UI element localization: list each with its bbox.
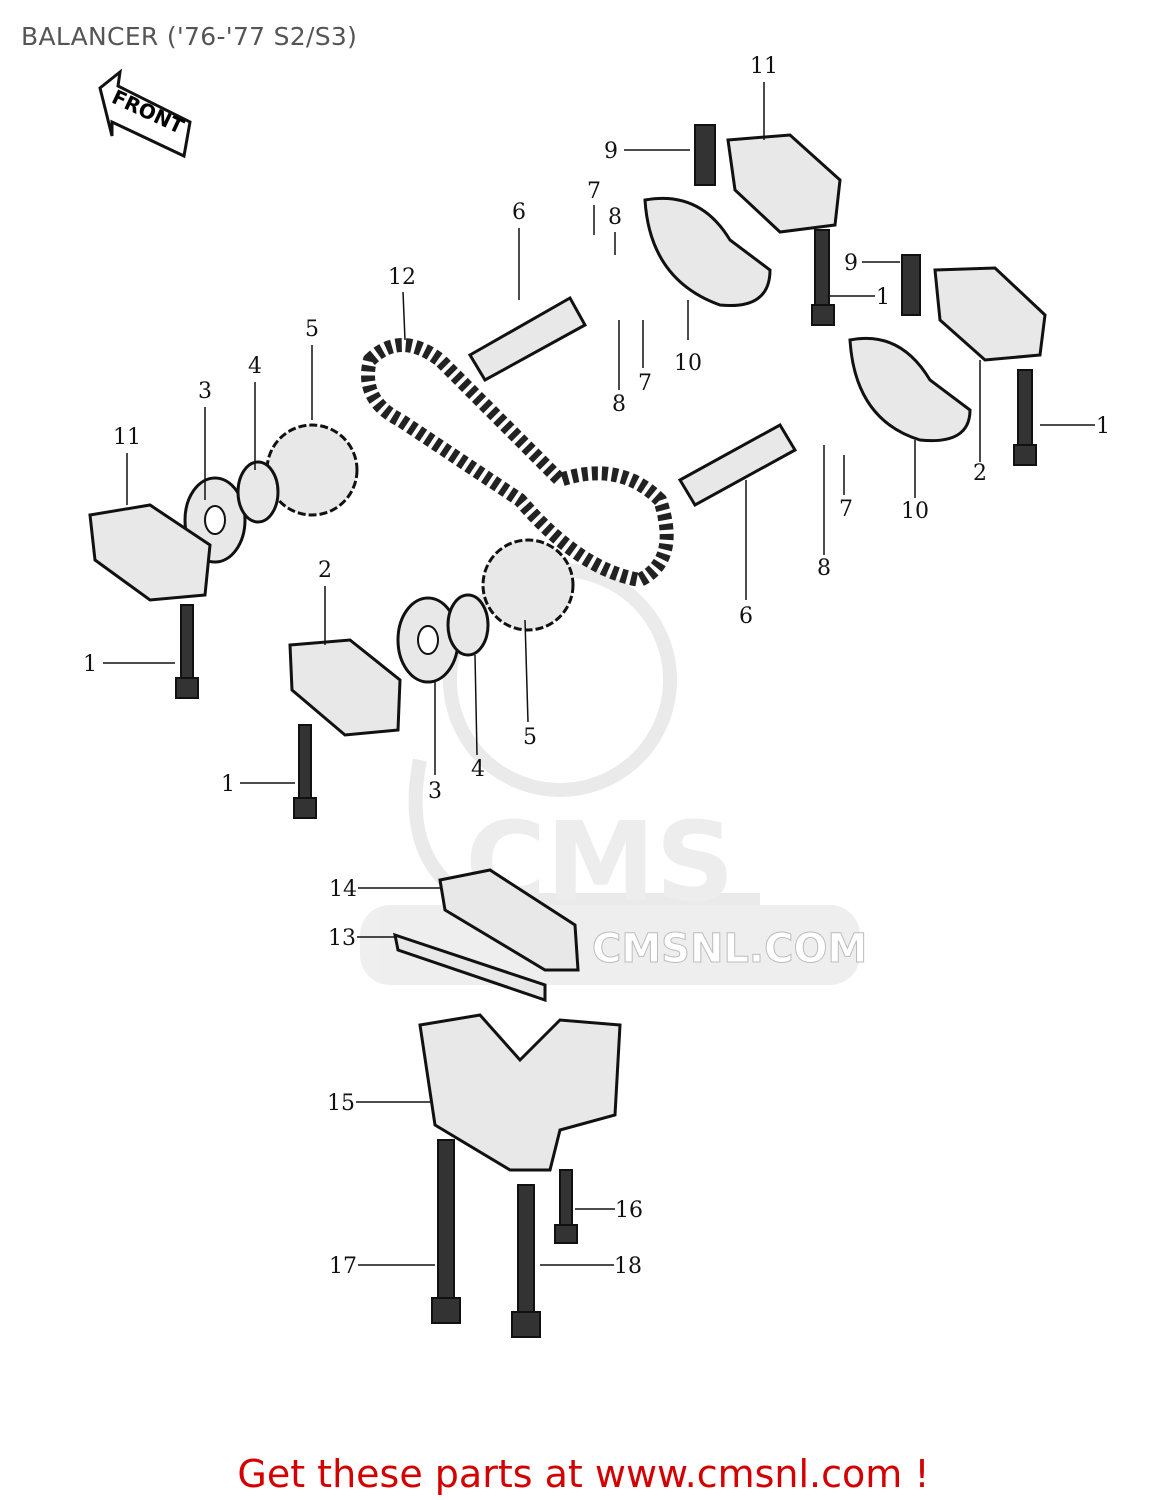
callout-part-4: 4 — [471, 757, 485, 782]
callout-part-4: 4 — [248, 354, 262, 379]
callout-part-7: 7 — [638, 371, 652, 396]
callout-part-2: 2 — [973, 461, 987, 486]
callout-part-11: 11 — [750, 54, 778, 79]
callout-part-8: 8 — [608, 205, 622, 230]
callout-part-5: 5 — [305, 317, 319, 342]
callout-leader-line — [524, 619, 529, 723]
callout-part-15: 15 — [327, 1091, 355, 1116]
callout-part-2: 2 — [318, 558, 332, 583]
callout-leader-line — [474, 654, 478, 756]
callout-part-8: 8 — [817, 556, 831, 581]
callout-part-17: 17 — [329, 1254, 357, 1279]
page-title: BALANCER ('76-'77 S2/S3) — [21, 22, 358, 51]
callout-part-1: 1 — [221, 772, 235, 797]
callout-part-10: 10 — [901, 499, 929, 524]
callout-part-7: 7 — [839, 497, 853, 522]
callout-part-1: 1 — [876, 285, 890, 310]
callout-part-3: 3 — [428, 779, 442, 804]
callout-part-16: 16 — [615, 1198, 643, 1223]
callout-part-3: 3 — [198, 379, 212, 404]
callout-part-12: 12 — [388, 265, 416, 290]
callout-part-8: 8 — [612, 392, 626, 417]
callout-leader-line — [402, 291, 406, 341]
callout-part-6: 6 — [739, 604, 753, 629]
callout-part-5: 5 — [523, 725, 537, 750]
callout-part-13: 13 — [328, 926, 356, 951]
callout-part-10: 10 — [674, 351, 702, 376]
callout-part-1: 1 — [1096, 414, 1110, 439]
front-arrow-icon: FRONT — [98, 68, 192, 159]
parts-illustration — [88, 124, 1047, 1338]
callout-part-9: 9 — [844, 251, 858, 276]
callout-part-14: 14 — [329, 877, 357, 902]
callout-part-18: 18 — [614, 1254, 642, 1279]
footer-link[interactable]: Get these parts at www.cmsnl.com ! — [237, 1452, 930, 1496]
callout-part-6: 6 — [512, 200, 526, 225]
callout-part-11: 11 — [113, 425, 141, 450]
callout-part-9: 9 — [604, 139, 618, 164]
watermark-text: CMSNL.COM — [592, 926, 867, 972]
callout-part-7: 7 — [587, 179, 601, 204]
callout-part-1: 1 — [83, 652, 97, 677]
